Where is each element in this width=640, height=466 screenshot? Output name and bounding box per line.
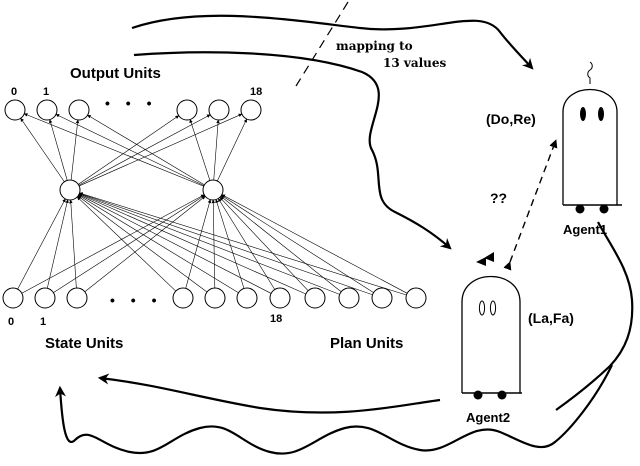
- agent2-right-eye: [489, 300, 497, 316]
- connection-hidden1-output1: [55, 114, 205, 186]
- connection-state0-hidden1: [21, 194, 205, 294]
- agent2-flag-icon: [476, 252, 494, 266]
- connection-state4-hidden0: [77, 195, 208, 293]
- network-connections: [17, 113, 408, 296]
- state-unit: [269, 287, 291, 309]
- connection-state3-hidden0: [76, 196, 176, 292]
- connection-state5-hidden0: [78, 194, 239, 294]
- output-index-first: 0: [11, 86, 17, 98]
- connection-hidden0-output0: [20, 117, 65, 182]
- agent1-right-wheel: [599, 204, 609, 214]
- agent2-robot: [461, 252, 522, 400]
- connection-hidden0-output1: [48, 119, 68, 181]
- connection-plan2-hidden1: [221, 195, 374, 293]
- state-unit: [66, 287, 88, 309]
- agent2-label: Agent2: [466, 410, 510, 425]
- connection-state5-hidden1: [215, 199, 245, 289]
- connection-state6-hidden0: [78, 194, 272, 294]
- mapping-divider-line: [295, 1, 349, 87]
- connection-state2-hidden0: [69, 199, 77, 289]
- hidden-unit: [59, 179, 81, 201]
- plan-unit: [304, 287, 326, 309]
- connection-plan2-hidden0: [79, 192, 373, 296]
- state-unit: [34, 287, 56, 309]
- connection-hidden0-output5: [79, 113, 243, 187]
- output-unit: [36, 99, 58, 121]
- flow-curve-right: [555, 221, 634, 411]
- connection-state6-hidden1: [218, 198, 275, 290]
- state-unit: [204, 287, 226, 309]
- state-unit: [172, 287, 194, 309]
- connection-hidden1-output3: [189, 119, 211, 181]
- agent1-label: Agent1: [563, 222, 607, 237]
- agent2-right-wheel: [497, 390, 507, 400]
- agent1-antenna-icon: [587, 61, 593, 84]
- connection-hidden0-output4: [78, 114, 211, 186]
- connection-state1-hidden1: [53, 195, 205, 293]
- flow-curve-bottom-return: [97, 373, 441, 414]
- connection-plan3-hidden1: [221, 194, 408, 294]
- connection-plan1-hidden0: [78, 193, 340, 295]
- flow-curve-top: [131, 14, 534, 70]
- state-ellipsis: • • •: [110, 292, 162, 308]
- connection-state0-hidden0: [17, 198, 66, 290]
- agent1-left-wheel: [575, 204, 585, 214]
- communication-arrow: [503, 139, 558, 271]
- plan-units-title: Plan Units: [330, 335, 403, 352]
- connection-state2-hidden1: [84, 195, 206, 293]
- agent2-left-wheel: [473, 390, 483, 400]
- agent1-notes: (Do,Re): [486, 111, 536, 127]
- output-units-title: Output Units: [70, 65, 161, 82]
- flow-curve-middle: [133, 51, 452, 250]
- mapping-text-line1: mapping to: [336, 39, 413, 53]
- state-units-title: State Units: [45, 335, 123, 352]
- output-unit: [4, 99, 26, 121]
- connection-hidden0-output3: [78, 115, 180, 185]
- communication-question: ??: [490, 190, 507, 206]
- state-index-second: 1: [40, 316, 46, 328]
- connection-hidden1-output5: [217, 118, 247, 182]
- state-unit: [236, 287, 258, 309]
- connection-plan3-hidden0: [79, 192, 407, 296]
- connection-hidden1-output0: [23, 113, 204, 187]
- connection-state4-hidden1: [211, 199, 216, 289]
- hidden-unit: [202, 179, 224, 201]
- output-unit: [240, 99, 262, 121]
- state-index-last: 18: [270, 313, 282, 325]
- flow-curve-bottom-wave: [55, 364, 613, 455]
- plan-unit: [371, 287, 393, 309]
- connection-plan1-hidden1: [220, 195, 342, 293]
- mapping-text-line2: 13 values: [383, 56, 447, 70]
- state-unit: [2, 287, 24, 309]
- connection-state1-hidden0: [46, 199, 69, 289]
- network-units: [2, 99, 427, 309]
- agent1-right-eye: [598, 107, 604, 121]
- agent2-notes: (La,Fa): [528, 310, 574, 326]
- agent1-left-eye: [580, 107, 586, 121]
- connection-hidden1-output2: [87, 114, 205, 186]
- state-index-first: 0: [8, 316, 14, 328]
- output-unit: [176, 99, 198, 121]
- connection-hidden1-output4: [213, 119, 220, 181]
- agent2-left-eye: [478, 300, 486, 316]
- output-index-last: 18: [250, 86, 262, 98]
- connection-state3-hidden1: [185, 199, 212, 289]
- output-index-second: 1: [43, 86, 49, 98]
- connection-plan0-hidden1: [219, 197, 309, 291]
- output-unit: [208, 99, 230, 121]
- output-unit: [68, 99, 90, 121]
- plan-unit: [405, 287, 427, 309]
- plan-unit: [338, 287, 360, 309]
- connection-hidden0-output2: [70, 119, 80, 181]
- output-ellipsis: • • •: [105, 95, 157, 111]
- agent1-robot: [562, 61, 622, 214]
- connection-plan0-hidden0: [78, 193, 306, 295]
